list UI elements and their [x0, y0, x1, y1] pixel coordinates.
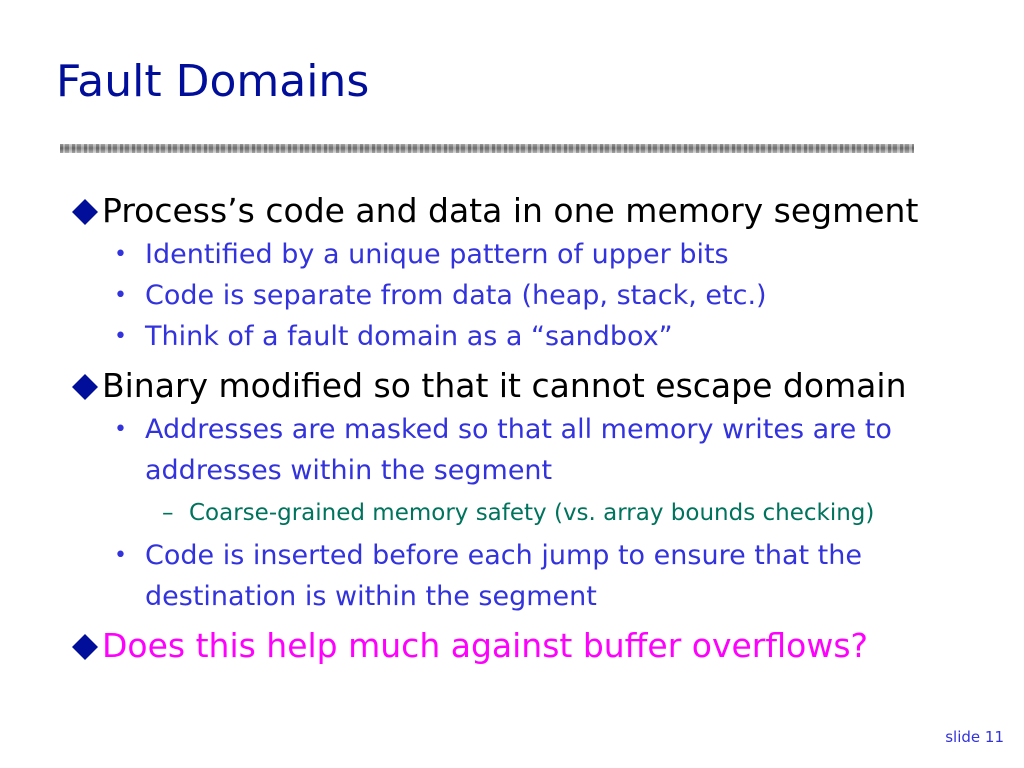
bullet-process-code-data: Process’s code and data in one memory se…: [68, 188, 1008, 234]
title-divider: [60, 144, 914, 153]
round-bullet-icon: •: [114, 283, 127, 308]
sub-bullet-text: Think of a fault domain as a “sandbox”: [145, 321, 673, 352]
sub-bullet-line: Code is inserted before each jump to ens…: [145, 540, 862, 571]
round-bullet-icon: •: [114, 242, 127, 267]
sub-bullet-addresses-masked: • Addresses are masked so that all memor…: [68, 409, 1008, 491]
slide-number: slide 11: [945, 728, 1004, 746]
bullet-text: Process’s code and data in one memory se…: [102, 191, 919, 230]
round-bullet-icon: •: [114, 417, 127, 442]
round-bullet-icon: •: [114, 324, 127, 349]
bullet-text: Does this help much against buffer overf…: [102, 626, 869, 665]
diamond-bullet-icon: [68, 630, 102, 664]
bullet-binary-modified: Binary modified so that it cannot escape…: [68, 363, 1008, 409]
diamond-bullet-icon: [68, 370, 102, 404]
sub-bullet-text: Code is separate from data (heap, stack,…: [145, 280, 767, 311]
sub-bullet-code-separate: • Code is separate from data (heap, stac…: [68, 275, 1008, 316]
dash-bullet-icon: –: [162, 500, 174, 526]
diamond-bullet-icon: [68, 195, 102, 229]
slide-title: Fault Domains: [56, 56, 370, 107]
sub-bullet-line: destination is within the segment: [145, 581, 597, 612]
sub-bullet-code-inserted: • Code is inserted before each jump to e…: [68, 535, 1008, 617]
round-bullet-icon: •: [114, 543, 127, 568]
slide-body: Process’s code and data in one memory se…: [68, 188, 1008, 669]
sub-bullet-text: Identified by a unique pattern of upper …: [145, 239, 729, 270]
sub-bullet-upper-bits: • Identified by a unique pattern of uppe…: [68, 234, 1008, 275]
sub-bullet-line: Addresses are masked so that all memory …: [145, 414, 892, 445]
sub-bullet-line: addresses within the segment: [145, 455, 553, 486]
sub-bullet-sandbox: • Think of a fault domain as a “sandbox”: [68, 316, 1008, 357]
bullet-text: Binary modified so that it cannot escape…: [102, 366, 907, 405]
sub-sub-bullet-text: Coarse-grained memory safety (vs. array …: [189, 500, 875, 526]
bullet-buffer-overflows: Does this help much against buffer overf…: [68, 623, 1008, 669]
sub-sub-bullet-coarse-grained: – Coarse-grained memory safety (vs. arra…: [68, 491, 1008, 535]
